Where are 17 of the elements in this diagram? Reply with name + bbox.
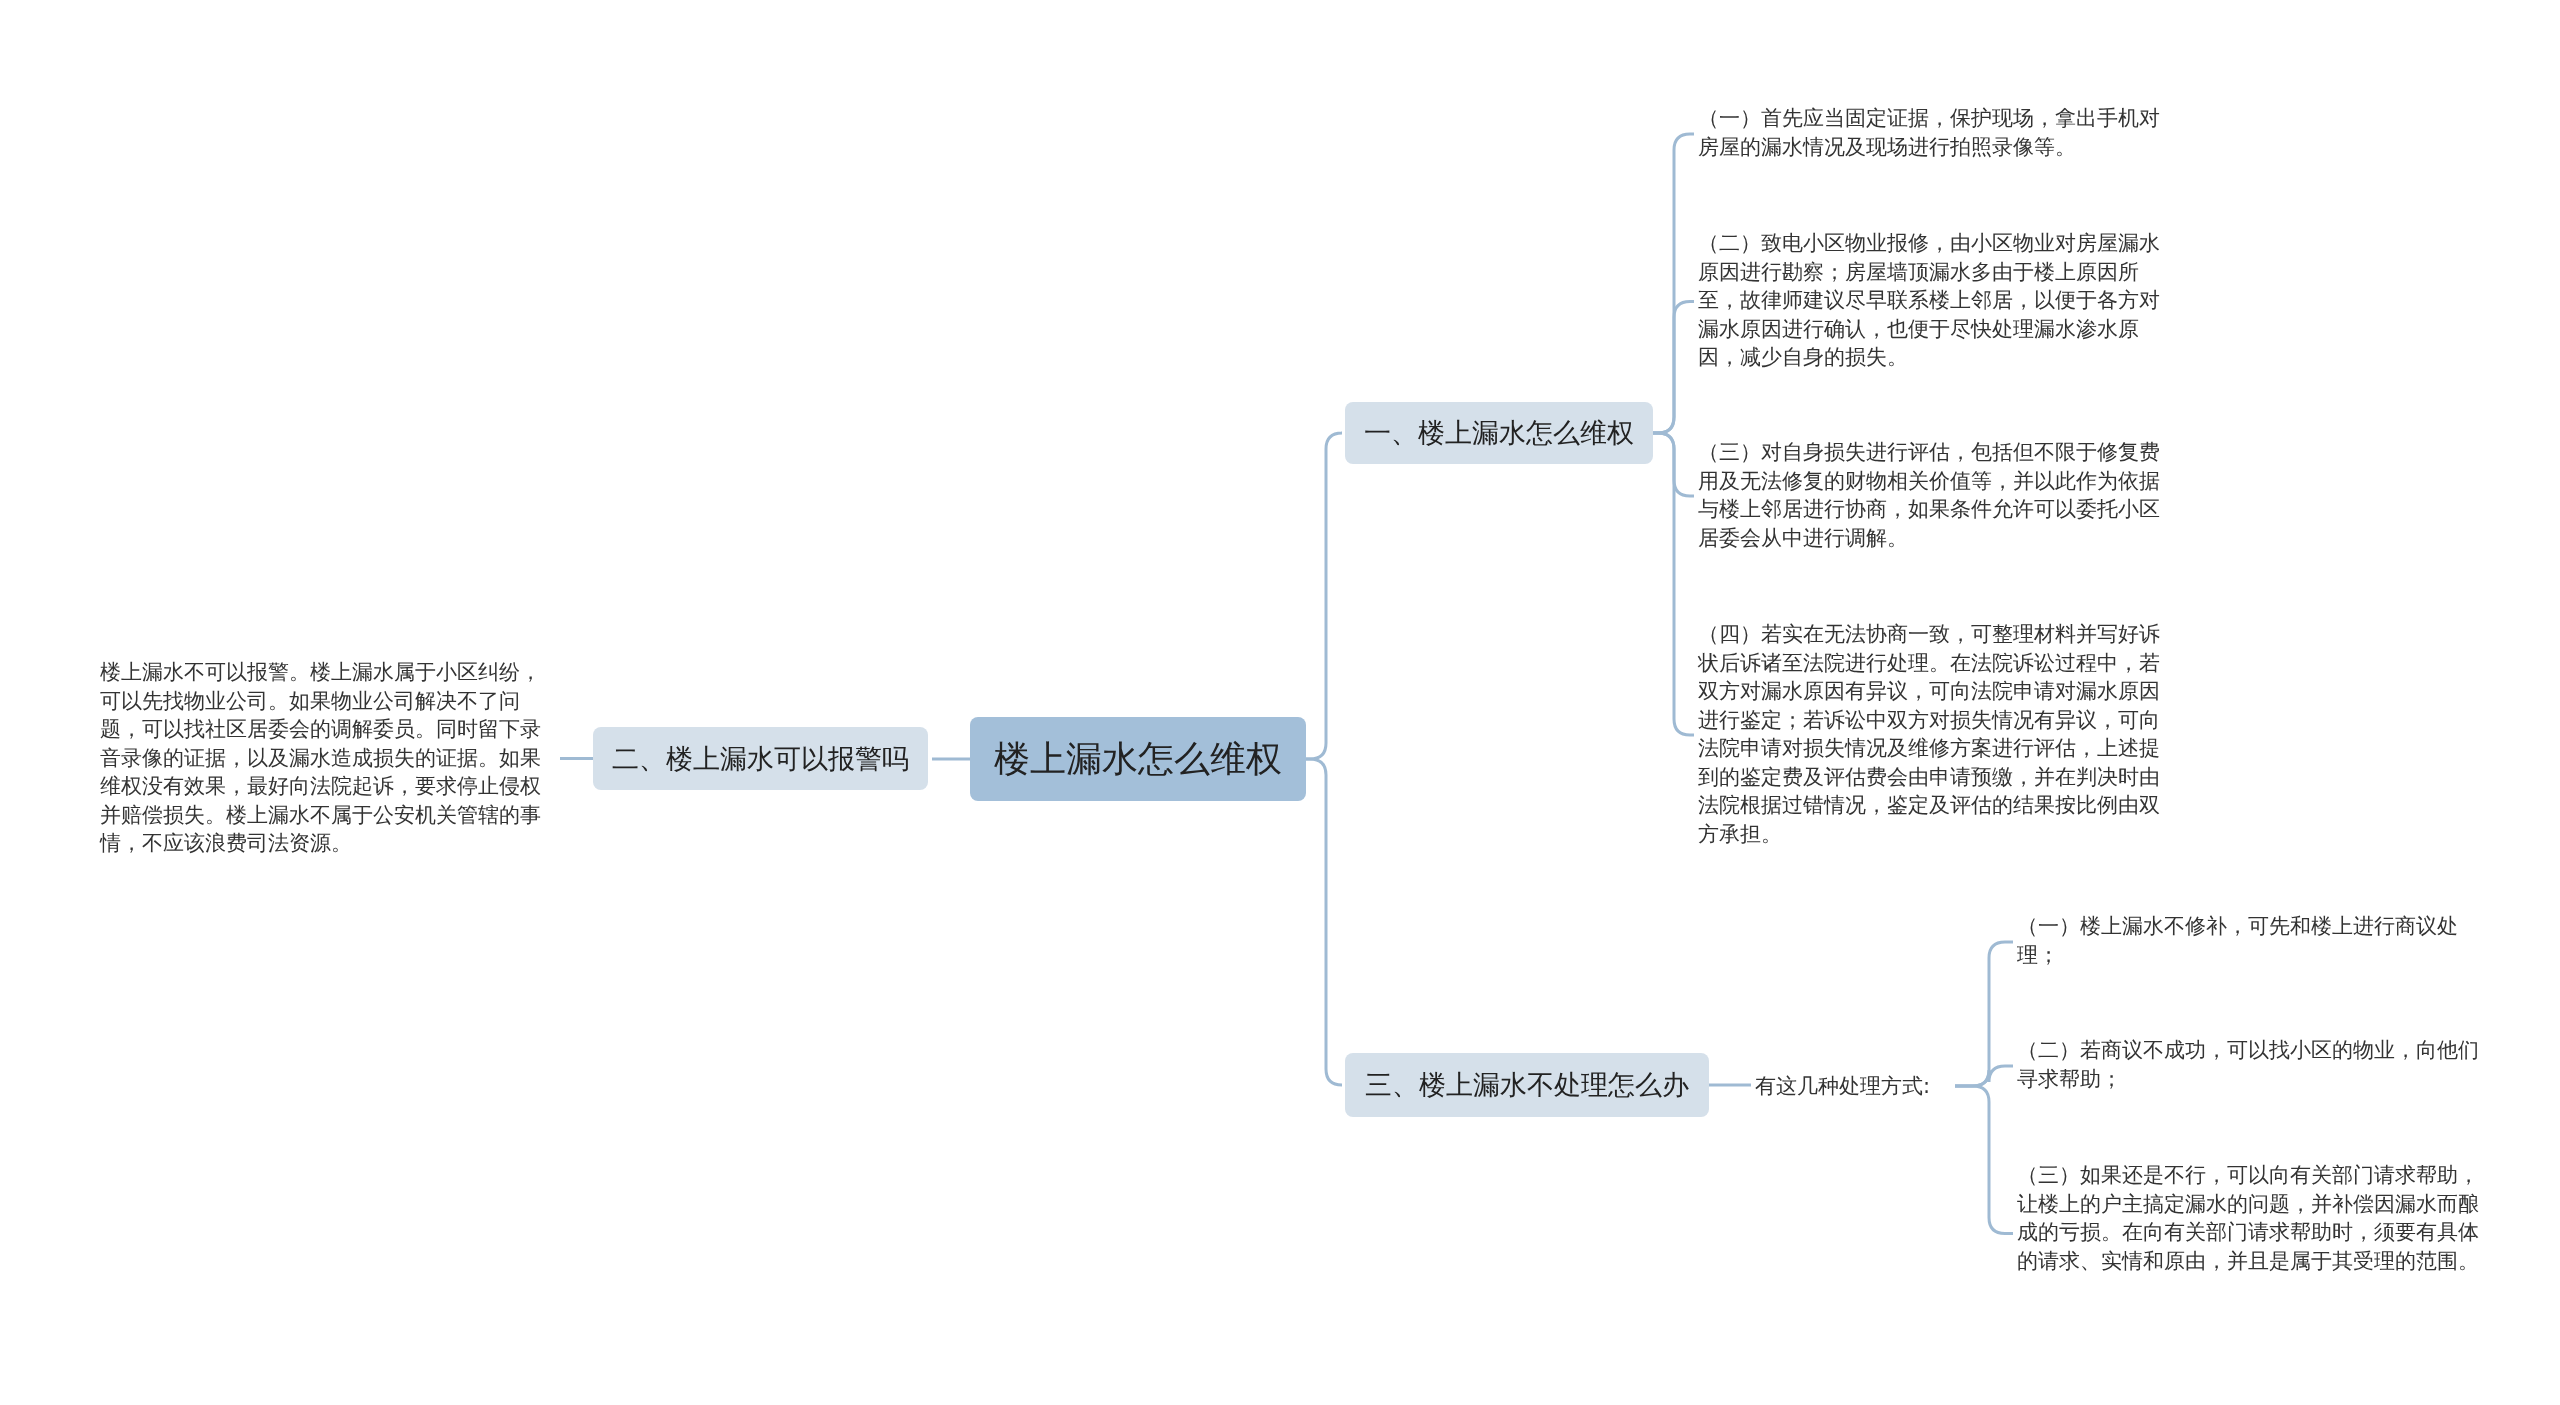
topic-box: 三、楼上漏水不处理怎么办 — [1345, 1053, 1709, 1117]
connector-line — [1709, 1083, 1751, 1087]
topic-text: （三）对自身损失进行评估，包括但不限于修复费用及无法修复的财物相关价值等，并以此作为依据与楼上邻居进行协商，如果条件允许可以委托小区居委会从中进行调解。 — [1698, 438, 2160, 554]
topic-text: （四）若实在无法协商一致，可整理材料并写好诉状后诉诸至法院进行处理。在法院诉讼过程中，若双方对漏水原因有异议，可向法院申请对漏水原因进行鉴定；若诉讼中双方对损失情况有异议，可向法院申请对损失情况及维修方案进行评估，上述提到的鉴定费及评估费会由申请预缴，并在判决时由法院根据过错情况，鉴定及评估的结果按比例由双方承担。 — [1698, 620, 2160, 850]
topic-text: （二）若商议不成功，可以找小区的物业，向他们寻求帮助； — [2017, 1036, 2479, 1096]
topic-text: （一）楼上漏水不修补，可先和楼上进行商议处理； — [2017, 912, 2479, 972]
connector-line — [1306, 757, 1344, 1087]
topic-box: 二、楼上漏水可以报警吗 — [593, 727, 928, 790]
topic-text: （二）致电小区物业报修，由小区物业对房屋漏水原因进行勘察；房屋墙顶漏水多由于楼上原因所至，故律师建议尽早联系楼上邻居，以便于各方对漏水原因进行确认，也便于尽快处理漏水渗水原因，减少自身的损失。 — [1698, 229, 2160, 374]
topic-box: 一、楼上漏水怎么维权 — [1345, 402, 1653, 464]
topic-text: 楼上漏水不可以报警。楼上漏水属于小区纠纷，可以先找物业公司。如果物业公司解决不了问题，可以找社区居委会的调解委员。同时留下录音录像的证据，以及漏水造成损失的证据。如果维权没有效果，最好向法院起诉，要求停止侵权并赔偿损失。楼上漏水不属于公安机关管辖的事情，不应该浪费司法资源。 — [100, 658, 556, 860]
topic-text: （三）如果还是不行，可以向有关部门请求帮助，让楼上的户主搞定漏水的问题，并补偿因漏水而酿成的亏损。在向有关部门请求帮助时，须要有具体的请求、实情和原由，并且是属于其受理的范围。 — [2017, 1161, 2479, 1306]
root-topic-box: 楼上漏水怎么维权 — [970, 717, 1306, 801]
topic-text: 有这几种处理方式: — [1755, 1068, 1955, 1104]
connector-line — [932, 757, 970, 761]
connector-line — [560, 757, 593, 760]
topic-text: （一）首先应当固定证据，保护现场，拿出手机对房屋的漏水情况及现场进行拍照录像等。 — [1698, 104, 2160, 164]
